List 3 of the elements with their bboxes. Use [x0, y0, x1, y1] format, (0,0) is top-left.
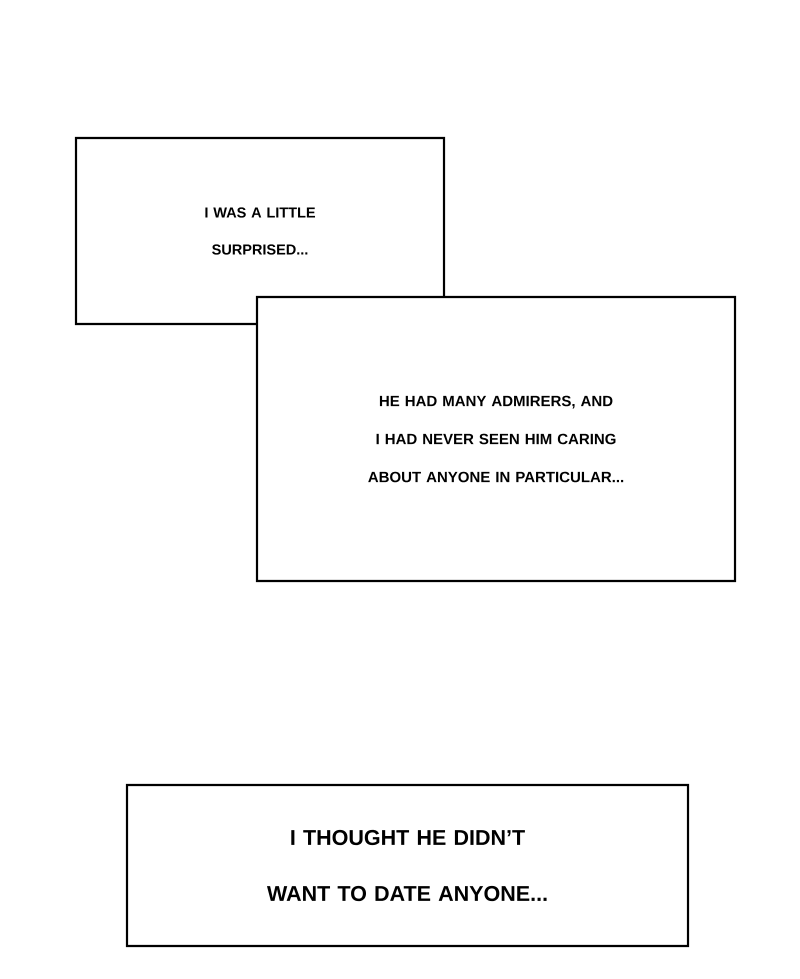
caption-box: I WAS A LITTLE SURPRISED...	[74, 136, 446, 326]
caption-box: I THOUGHT HE DIDN’T WANT TO DATE ANYONE...	[126, 784, 690, 948]
caption-box: HE HAD MANY ADMIRERS, AND I HAD NEVER SEEN HIM CARING ABOUT ANYONE IN PARTICULAR...	[256, 296, 736, 582]
